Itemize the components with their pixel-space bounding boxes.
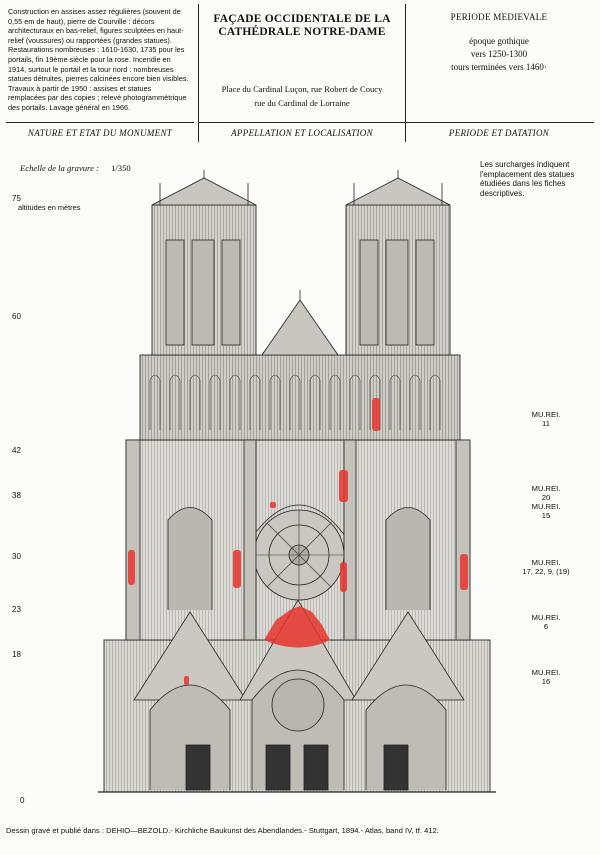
reference-number: 20 (541, 493, 551, 503)
altitude-tick: 18 (12, 650, 21, 659)
reference-number: 11 (542, 419, 550, 429)
altitude-tick: 42 (12, 446, 21, 455)
altitude-tick: 38 (12, 491, 21, 500)
divider (6, 122, 194, 123)
nature-column: Construction en assises assez régulières… (6, 4, 194, 142)
statue-highlights (128, 398, 468, 685)
periode-heading: PERIODE MEDIEVALE (450, 12, 548, 22)
reference-code: MU.REI. (531, 613, 561, 622)
altitude-tick: 30 (12, 552, 21, 561)
scale-value: 1/350 (111, 163, 131, 173)
credit-prefix: Dessin gravé et publié dans (6, 826, 100, 835)
overlay-note: Les surcharges indiquent l'emplacement d… (480, 160, 575, 198)
reference-code: MU.REI. (531, 410, 561, 419)
reference-number: 16 (541, 677, 551, 687)
scale-label: Echelle de la gravure : 1/350 (20, 163, 131, 173)
location-line-1: Place du Cardinal Luçon, rue Robert de C… (221, 84, 383, 94)
statue-reference: MU.REI. 16 (518, 668, 574, 687)
nature-text: Construction en assises assez régulières… (8, 7, 189, 112)
divider (198, 122, 404, 123)
header-table: Construction en assises assez régulières… (6, 4, 594, 142)
source-credit: Dessin gravé et publié dans : DEHIO—BEZO… (6, 826, 439, 835)
reference-number: 17, 22, 9, (19) (522, 567, 570, 577)
periode-column: PERIODE MEDIEVALE époque gothique vers 1… (404, 4, 594, 142)
title-line-1: FAÇADE OCCIDENTALE DE LA (213, 13, 391, 25)
facade-outline (98, 170, 496, 793)
scale-separator: : (96, 163, 99, 173)
title-line-2: CATHÉDRALE NOTRE-DAME (218, 26, 386, 38)
nature-section-title: NATURE ET ETAT DU MONUMENT (27, 128, 173, 138)
periode-line-2: vers 1250-1300 (470, 49, 528, 59)
altitude-tick: 75 (12, 194, 21, 203)
altitude-tick: 60 (12, 312, 21, 321)
statue-reference: MU.REI. 20 (518, 484, 574, 503)
statue-reference: MU.REI. 6 (518, 613, 574, 632)
credit-separator: : (101, 826, 104, 835)
credit-reference: Kirchliche Baukunst des Abendlandes.- St… (174, 826, 439, 835)
reference-number: 6 (543, 622, 549, 632)
credit-authors: DEHIO—BEZOLD.- (106, 826, 173, 835)
reference-code: MU.REI. (531, 502, 561, 511)
altitude-tick: 0 (20, 796, 25, 805)
altitude-tick: 23 (12, 605, 21, 614)
periode-lines: époque gothique vers 1250-1300 tours ter… (404, 22, 594, 74)
reference-code: MU.REI. (531, 484, 561, 493)
reference-code: MU.REI. (531, 558, 561, 567)
appellation-section-title: APPELLATION ET LOCALISATION (231, 128, 373, 138)
location-line-2: rue du Cardinal de Lorraine (254, 98, 350, 108)
page-title: FAÇADE OCCIDENTALE DE LA CATHÉDRALE NOTR… (199, 4, 405, 39)
periode-line-3: tours terminées vers 1460· (451, 62, 547, 72)
appellation-column: FAÇADE OCCIDENTALE DE LA CATHÉDRALE NOTR… (198, 4, 406, 142)
divider (404, 122, 594, 123)
statue-reference: MU.REI. 15 (518, 502, 574, 521)
statue-reference: MU.REI. 17, 22, 9, (19) (512, 558, 580, 577)
periode-line-1: époque gothique (469, 36, 529, 46)
statue-reference: MU.REI. 11 (518, 410, 574, 429)
reference-number: 15 (541, 511, 551, 521)
altitude-unit: altitudes en mètres (18, 203, 81, 212)
reference-code: MU.REI. (531, 668, 561, 677)
location: Place du Cardinal Luçon, rue Robert de C… (199, 82, 405, 110)
periode-section-title: PERIODE ET DATATION (448, 128, 550, 138)
scale-text: Echelle de la gravure (20, 163, 94, 173)
